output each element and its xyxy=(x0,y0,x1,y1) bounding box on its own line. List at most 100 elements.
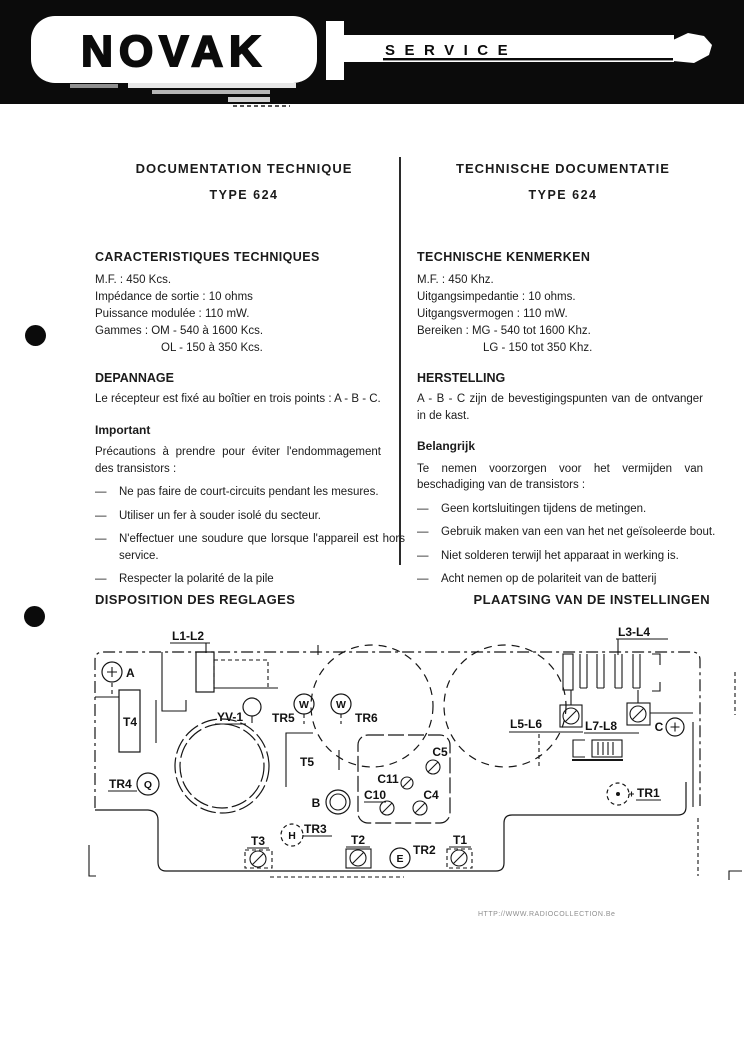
list-item: — Niet solderen terwijl het apparaat in … xyxy=(417,548,727,565)
test-point-tr6: W TR6 xyxy=(330,693,378,725)
test-point-label: TR3 xyxy=(304,822,327,836)
test-point-letter: Q xyxy=(144,779,152,791)
banner-print-noise xyxy=(70,83,296,102)
dash-marker: — xyxy=(95,573,107,585)
list-item: — Respecter la polarité de la pile xyxy=(95,571,405,588)
mounting-point-a: A xyxy=(101,661,135,695)
scan-noise-marks xyxy=(233,105,290,107)
test-point-label: TR1 xyxy=(637,786,660,800)
trimmer-label: C10 xyxy=(364,788,386,802)
test-point-letter: H xyxy=(288,830,296,842)
list-item-text: Gebruik maken van een van het net geïsol… xyxy=(441,526,716,538)
test-point-label: TR4 xyxy=(109,777,132,791)
repair-heading-nl: HERSTELLING xyxy=(417,370,506,385)
list-item: — Acht nemen op de polariteit van de bat… xyxy=(417,571,727,588)
list-item-text: Respecter la polarité de la pile xyxy=(119,573,274,585)
test-point-tr3: H TR3 xyxy=(280,822,332,847)
adjust-label: L7-L8 xyxy=(585,719,617,733)
doc-type-nl: TYPE 624 xyxy=(528,187,598,202)
transformer-t4: T4 xyxy=(95,652,187,753)
screwdriver-blade-icon xyxy=(673,33,712,63)
spec-line: LG - 150 tot 350 Khz. xyxy=(483,341,593,354)
test-point-letter: W xyxy=(299,699,309,711)
large-component-circle xyxy=(443,644,567,768)
punch-hole xyxy=(25,325,46,346)
adjust-label: L5-L6 xyxy=(510,717,542,731)
diagram-heading-nl: PLAATSING VAN DE INSTELLINGEN xyxy=(473,592,710,607)
list-item: — Gebruik maken van een van het net geïs… xyxy=(417,524,727,541)
spec-line: OL - 150 à 350 Kcs. xyxy=(161,341,263,354)
dash-marker: — xyxy=(417,526,429,538)
adjust-label: T1 xyxy=(453,833,467,847)
test-point-tr1: TR1 xyxy=(606,782,661,806)
large-component-circle xyxy=(310,644,434,768)
list-item-text: Geen kortsluitingen tijdens de metingen. xyxy=(441,502,647,515)
spec-line: Puissance modulée : 110 mW. xyxy=(95,307,250,320)
adjust-label: YV-1 xyxy=(217,710,243,724)
trimmer-label: C4 xyxy=(423,788,439,802)
coil-label: L3-L4 xyxy=(618,625,650,639)
list-item-text: Ne pas faire de court-circuits pendant l… xyxy=(119,486,379,498)
repair-text-nl: A - B - C zijn de bevestigingspunten van… xyxy=(417,393,703,422)
repair-text-fr: Le récepteur est fixé au boîtier en troi… xyxy=(95,393,381,405)
spec-line: M.F. : 450 Khz. xyxy=(417,273,494,286)
spec-line: Uitgangsimpedantie : 10 ohms. xyxy=(417,290,576,303)
adjust-t3: T3 xyxy=(244,834,273,869)
important-intro-nl: Te nemen voorzorgen voor het vermijden v… xyxy=(417,462,703,492)
list-item-text: Acht nemen op de polariteit van de batte… xyxy=(441,573,657,585)
tuning-capacitor xyxy=(174,718,270,814)
adjust-t1: T1 xyxy=(446,833,473,869)
adjust-t2: T2 xyxy=(345,833,372,869)
french-column: DOCUMENTATION TECHNIQUE TYPE 624 CARACTE… xyxy=(95,161,405,588)
list-item: — Ne pas faire de court-circuits pendant… xyxy=(95,484,405,501)
screwdriver-handle xyxy=(31,16,317,83)
adjust-l7-l8: L7-L8 xyxy=(584,702,693,734)
spec-line: M.F. : 450 Kcs. xyxy=(95,273,172,286)
spec-line: Gammes : OM - 540 à 1600 Kcs. xyxy=(95,324,264,337)
important-heading-nl: Belangrijk xyxy=(417,439,476,453)
dash-marker: — xyxy=(417,573,429,585)
pcb-adjustment-diagram: L1-L2 A T4 YV-1 xyxy=(88,625,742,880)
list-item-text: N'effectuer une soudure que lorsque l'ap… xyxy=(119,533,405,562)
test-point-label: B xyxy=(312,796,321,810)
doc-title-fr: DOCUMENTATION TECHNIQUE xyxy=(135,161,353,176)
test-point-letter: W xyxy=(336,699,346,711)
spec-line: Impédance de sortie : 10 ohms xyxy=(95,290,253,303)
specs-heading-nl: TECHNISCHE KENMERKEN xyxy=(417,250,591,264)
transformer-label: T4 xyxy=(123,715,137,729)
coil-l1-l2: L1-L2 xyxy=(170,629,278,693)
trimmer-label: C5 xyxy=(432,745,448,759)
test-point-b: B xyxy=(312,789,351,815)
dash-marker: — xyxy=(95,509,107,522)
transformer-t5: T5 xyxy=(285,732,340,787)
service-underline xyxy=(383,58,673,61)
service-text: SERVICE xyxy=(385,42,517,59)
list-item-text: Utiliser un fer à souder isolé du secteu… xyxy=(119,509,321,522)
screwdriver-shaft xyxy=(344,35,674,62)
test-point-label: TR6 xyxy=(355,711,378,725)
test-point-label: TR2 xyxy=(413,843,436,857)
trimmer-group: C5 C11 C10 C4 xyxy=(357,734,451,824)
screwdriver-ferrule xyxy=(326,21,344,80)
punch-hole xyxy=(24,606,45,627)
list-item-text: Niet solderen terwijl het apparaat in we… xyxy=(441,549,679,562)
adjust-label: T2 xyxy=(351,833,365,847)
test-point-letter: E xyxy=(396,853,403,865)
mounting-point-label: A xyxy=(126,666,135,680)
trimmer-label: C11 xyxy=(377,772,399,786)
repair-heading-fr: DEPANNAGE xyxy=(95,370,174,385)
test-point-tr2: E TR2 xyxy=(389,843,436,869)
column-divider xyxy=(399,157,401,565)
dash-marker: — xyxy=(417,502,429,515)
board-outline xyxy=(88,645,742,880)
novak-logo-text: NOVAK xyxy=(81,27,267,76)
dash-marker: — xyxy=(417,549,429,562)
header-banner: NOVAK SERVICE xyxy=(0,0,744,104)
dash-marker: — xyxy=(95,486,107,498)
list-item: — N'effectuer une soudure que lorsque l'… xyxy=(95,531,405,564)
specs-heading-fr: CARACTERISTIQUES TECHNIQUES xyxy=(95,250,320,264)
adjust-l5-l6: L5-L6 xyxy=(509,704,583,733)
dash-marker: — xyxy=(95,533,107,545)
adjust-label: T3 xyxy=(251,834,265,848)
